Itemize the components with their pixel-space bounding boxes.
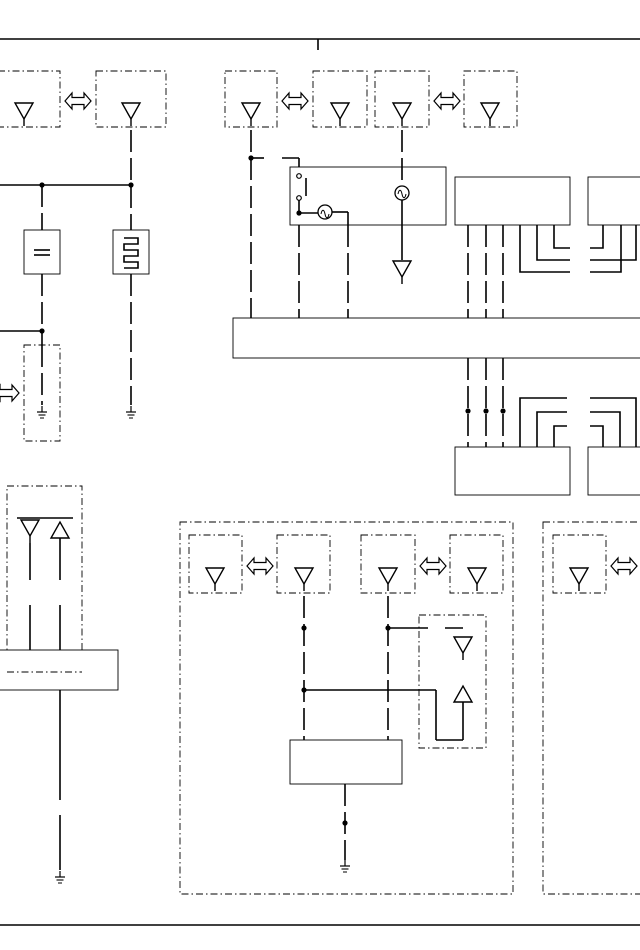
double-arrow-icon: [246, 557, 274, 575]
module-box: [454, 446, 571, 496]
page-frame: [0, 38, 640, 926]
module-box: [289, 739, 403, 785]
connector-triangle-icon: [480, 102, 500, 127]
connector-up-triangle-icon: [453, 685, 473, 703]
connector-triangle-icon: [294, 567, 314, 592]
connector-triangle-icon: [569, 567, 589, 592]
connector-triangle-icon: [392, 102, 412, 127]
connector-triangle-icon: [453, 636, 473, 661]
right-modules-bottom: [454, 358, 640, 496]
double-arrow-icon: [0, 384, 20, 402]
circuit-group-bottom-right: [542, 521, 640, 895]
connector-pair-left: [0, 70, 167, 128]
main-control-unit: [232, 317, 640, 359]
connector-triangle-icon: [378, 567, 398, 592]
antenna-block-left: [0, 485, 119, 884]
double-arrow-icon: [419, 557, 447, 575]
connector-triangle-icon: [392, 260, 412, 285]
double-arrow-icon: [433, 92, 461, 110]
capacitor-component: [23, 229, 61, 275]
right-modules-top: [454, 176, 640, 318]
double-arrow-icon: [281, 92, 309, 110]
motor-switch-unit: [248, 130, 447, 318]
double-arrow-icon: [610, 557, 638, 575]
module-box: [587, 176, 640, 226]
ground-icon: [36, 405, 48, 419]
motor-icon: [317, 204, 333, 220]
connector-up-triangle-icon: [50, 521, 70, 539]
connector-triangle-icon: [121, 102, 141, 127]
module-box: [454, 176, 571, 226]
connector-triangle-icon: [20, 519, 40, 544]
connector-triangle-icon: [467, 567, 487, 592]
module-box: [0, 649, 119, 691]
connector-triangle-icon: [330, 102, 350, 127]
ground-icon: [54, 870, 66, 884]
left-bus-wiring: [0, 130, 150, 442]
connector-group-top-center: [224, 70, 518, 128]
connector-triangle-icon: [14, 102, 34, 127]
motor-icon: [394, 185, 410, 201]
circuit-group-bottom-center: [179, 521, 514, 895]
capacitor-icon: [34, 249, 50, 256]
coil-icon: [123, 237, 139, 269]
module-box: [587, 446, 640, 496]
connector-triangle-icon: [205, 567, 225, 592]
double-arrow-icon: [64, 92, 92, 110]
ground-icon: [339, 859, 351, 873]
ground-icon: [125, 405, 137, 419]
connector-triangle-icon: [241, 102, 261, 127]
